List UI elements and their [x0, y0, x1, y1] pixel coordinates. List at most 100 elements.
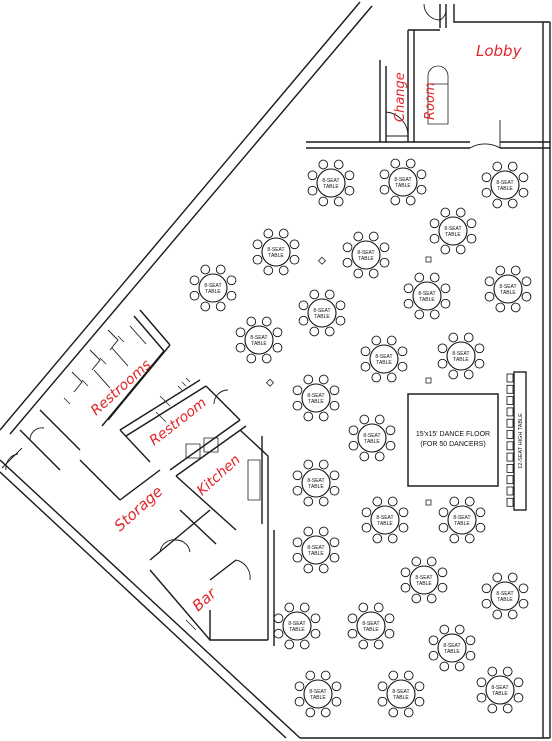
chair [272, 327, 283, 338]
chair [200, 264, 211, 275]
table-top [351, 240, 381, 270]
chair [379, 169, 390, 180]
chair [294, 696, 305, 707]
chair [454, 624, 465, 635]
chair [318, 374, 329, 385]
chair [298, 315, 309, 326]
chair [329, 485, 340, 496]
table-label-line2: TABLE [308, 551, 324, 557]
table-label-line1: 8-SEAT [444, 226, 461, 232]
chair [305, 707, 316, 718]
columns [265, 256, 432, 506]
chair [386, 372, 397, 383]
table-label-line2: TABLE [308, 399, 324, 405]
chair [298, 300, 309, 311]
chair [361, 507, 372, 518]
chair [333, 159, 344, 170]
chair [292, 400, 303, 411]
chair [465, 635, 476, 646]
chair [292, 552, 303, 563]
table-label-line2: TABLE [497, 597, 513, 603]
chair [455, 207, 466, 218]
chair [318, 459, 329, 470]
high-table-stool [506, 463, 514, 473]
table-label-line1: 8-SEAT [363, 433, 380, 439]
table-label-line2: TABLE [454, 521, 470, 527]
chair [454, 661, 465, 672]
table-top [409, 565, 439, 595]
chair [342, 242, 353, 253]
chair [252, 254, 263, 265]
chair [303, 459, 314, 470]
chair [318, 496, 329, 507]
chair [429, 309, 440, 320]
dance-floor-label: 15'x15' DANCE FLOOR [416, 431, 490, 438]
chair [405, 158, 416, 169]
chair [400, 567, 411, 578]
table-top [244, 325, 274, 355]
table-top [437, 633, 467, 663]
table-top [386, 679, 416, 709]
dance-floor: 15'x15' DANCE FLOOR (FOR 50 DANCERS) [407, 393, 499, 487]
chair [377, 681, 388, 692]
chair [368, 268, 379, 279]
chair [215, 264, 226, 275]
chair [466, 218, 477, 229]
chair [318, 411, 329, 422]
chair [324, 326, 335, 337]
chair [371, 335, 382, 346]
table-label-line2: TABLE [444, 649, 460, 655]
chair [384, 613, 395, 624]
chair [518, 172, 529, 183]
chair [359, 414, 370, 425]
chair [397, 361, 408, 372]
chair [518, 598, 529, 609]
chair [373, 602, 384, 613]
chair [303, 411, 314, 422]
table-top [316, 168, 346, 198]
chair [284, 602, 295, 613]
chair [360, 346, 371, 357]
table-label-line1: 8-SEAT [309, 689, 326, 695]
chair [377, 696, 388, 707]
table-label-line2: TABLE [419, 297, 435, 303]
chair [189, 275, 200, 286]
room-label-bar: Bar [189, 584, 221, 615]
table-top [301, 468, 331, 498]
table-top [388, 167, 418, 197]
chair [492, 198, 503, 209]
room-label-restrooms: Restrooms [88, 357, 154, 419]
chair [329, 552, 340, 563]
chair [329, 385, 340, 396]
chair [246, 316, 257, 327]
table-label-line1: 8-SEAT [452, 351, 469, 357]
chair [263, 228, 274, 239]
high-table: 12-SEAT HIGH TABLE [506, 371, 527, 511]
table-label-line1: 8-SEAT [376, 515, 393, 521]
chair [521, 276, 532, 287]
chair [411, 593, 422, 604]
chair [372, 496, 383, 507]
chair [390, 158, 401, 169]
chair [252, 239, 263, 250]
chair [518, 187, 529, 198]
chair [303, 526, 314, 537]
chair [348, 425, 359, 436]
table-top [301, 383, 331, 413]
chair [307, 170, 318, 181]
chair [437, 343, 448, 354]
chair [513, 692, 524, 703]
chair [474, 358, 485, 369]
chair [495, 265, 506, 276]
table-label-line2: TABLE [314, 314, 330, 320]
table-label-line2: TABLE [395, 183, 411, 189]
chair [353, 231, 364, 242]
